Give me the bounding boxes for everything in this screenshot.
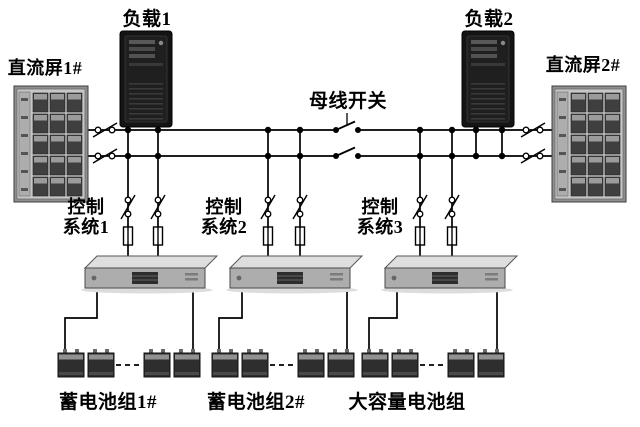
switch-symbols <box>92 120 546 246</box>
label-bus-switch: 母线开关 <box>309 91 388 112</box>
bus-tie-switch-upper <box>333 120 361 133</box>
fuse-icon <box>446 226 458 246</box>
wire-cs1-battery-left <box>64 288 98 350</box>
label-dc-panel1: 直流屏1# <box>7 58 83 78</box>
battery-bank-3 <box>361 348 505 378</box>
tower-server-load2 <box>461 30 515 128</box>
disconnect-switch-icon-cs3-left <box>412 194 428 220</box>
battery-bank-2 <box>211 348 355 378</box>
wire-cs2-battery-left <box>218 288 243 350</box>
label-load2: 负载2 <box>464 9 514 30</box>
battery-cell <box>143 348 171 378</box>
fuse-icon <box>262 226 274 246</box>
fuse-icon <box>294 226 306 246</box>
tower-server-load1 <box>119 30 173 128</box>
label-control-system2: 控制 系统2 <box>200 197 248 237</box>
battery-cell <box>477 348 505 378</box>
label-control-system3: 控制 系统3 <box>356 197 404 237</box>
battery-cell <box>391 348 419 378</box>
label-battery-group1: 蓄电池组1# <box>58 392 157 413</box>
battery-cell <box>87 348 115 378</box>
label-dc-panel2: 直流屏2# <box>545 55 621 75</box>
dc-cabinet-1 <box>14 86 88 202</box>
battery-cell <box>173 348 201 378</box>
disconnect-switch-icon-cs2-right <box>292 194 308 220</box>
battery-cell <box>297 348 325 378</box>
wire-cs3-battery-left <box>368 288 398 350</box>
disconnect-switch-icon-cs3-right <box>444 194 460 220</box>
bus-switch-gap-upper <box>337 127 357 133</box>
dc-cabinet-2 <box>552 86 626 202</box>
battery-cell <box>57 348 85 378</box>
junction-dots <box>124 126 506 160</box>
disconnect-switch-icon-right-lower <box>520 148 546 164</box>
rack-control-system-2 <box>225 255 363 294</box>
battery-bank-1 <box>57 348 201 378</box>
battery-cell <box>447 348 475 378</box>
fuse-icon <box>122 226 134 246</box>
fuse-icon <box>414 226 426 246</box>
label-battery-group2: 蓄电池组2# <box>206 392 305 413</box>
rack-control-system-3 <box>380 255 518 294</box>
disconnect-switch-icon-cs1-right <box>150 194 166 220</box>
fuse-icon <box>152 226 164 246</box>
disconnect-switch-icon-left-upper <box>92 122 118 138</box>
bus-switch-gap-lower <box>337 153 357 159</box>
wires <box>64 113 552 366</box>
battery-cell <box>241 348 269 378</box>
disconnect-switch-icon-cs1-left <box>120 194 136 220</box>
label-control-system1: 控制 系统1 <box>62 197 110 237</box>
battery-cell <box>361 348 389 378</box>
battery-cell <box>211 348 239 378</box>
battery-cell <box>327 348 355 378</box>
disconnect-switch-icon-cs2-left <box>260 194 276 220</box>
disconnect-switch-icon-right-upper <box>520 122 546 138</box>
rack-control-system-1 <box>80 255 218 294</box>
bus-tie-switch-lower <box>333 146 361 159</box>
label-battery-group3: 大容量电池组 <box>348 392 466 413</box>
disconnect-switch-icon-left-lower <box>92 148 118 164</box>
label-load1: 负载1 <box>122 9 172 30</box>
